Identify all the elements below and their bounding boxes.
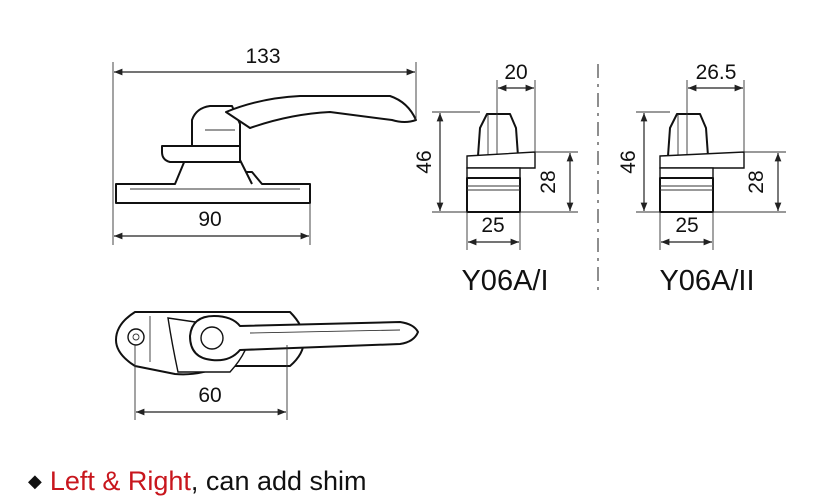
dim-label-20: 20 [504, 61, 527, 84]
end-view-2 [659, 112, 745, 213]
end-view-2-dimensions: 26.5 46 28 25 [617, 61, 786, 250]
dimension-133: 133 [112, 45, 417, 245]
model-label-2: Y06A/II [659, 265, 754, 297]
dim-label-90: 90 [198, 208, 221, 231]
top-view [115, 311, 419, 376]
dimension-60: 60 [134, 345, 288, 420]
dim-label-28-b: 28 [745, 170, 768, 193]
dim-label-46-b: 46 [617, 150, 640, 173]
dim-label-46-a: 46 [413, 150, 436, 173]
dim-label-133: 133 [245, 45, 280, 68]
side-view [115, 95, 417, 204]
dim-label-25-a: 25 [481, 214, 504, 237]
dim-label-28-a: 28 [537, 170, 560, 193]
note-text: , can add shim [190, 466, 367, 496]
note-highlight: Left & Right [49, 466, 191, 496]
end-view-1 [466, 112, 536, 213]
dim-label-60: 60 [198, 384, 221, 407]
dim-label-25-b: 25 [675, 214, 698, 237]
diamond-bullet-icon: ◆ [28, 471, 42, 491]
feature-note: ◆ Left & Right, can add shim [28, 466, 367, 497]
end-view-1-dimensions: 20 46 28 25 [413, 61, 578, 250]
dim-label-26-5: 26.5 [696, 61, 737, 84]
dimension-90: 90 [114, 203, 311, 245]
model-label-1: Y06A/I [461, 265, 548, 297]
